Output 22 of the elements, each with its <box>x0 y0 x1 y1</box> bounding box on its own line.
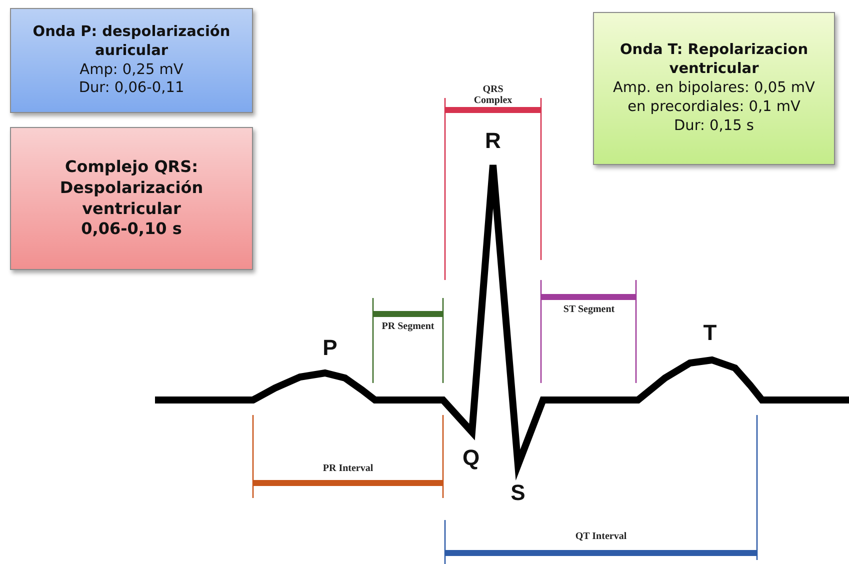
box-text: 0,06-0,10 s <box>81 219 182 240</box>
complex-info-box <box>10 127 253 270</box>
interval-label: ST Segment <box>562 304 616 315</box>
wave-letter: R <box>485 130 501 152</box>
wave-letter: T <box>703 322 717 344</box>
box-text: Dur: 0,06-0,11 <box>78 79 184 98</box>
interval-label: QT Interval <box>575 531 627 542</box>
wave-info-box <box>10 8 253 113</box>
wave-letter: P <box>322 337 338 359</box>
box-text: en precordiales: 0,1 mV <box>628 98 800 117</box>
interval-label: PR Segment <box>380 321 436 332</box>
interval-label: PR Interval <box>322 463 374 474</box>
interval-label: QRS Complex <box>472 84 514 106</box>
box-heading: Onda P: despolarización auricular <box>32 22 232 60</box>
box-heading: Complejo QRS: Despolarización ventricular <box>58 156 204 220</box>
wave-letter: Q <box>462 447 480 469</box>
box-heading: Onda T: Repolarizacion ventricular <box>618 41 810 80</box>
wave-info-box <box>593 12 835 165</box>
wave-letter: S <box>510 482 526 504</box>
box-text: Amp. en bipolares: 0,05 mV <box>613 79 815 98</box>
box-text: Amp: 0,25 mV <box>80 60 184 80</box>
box-text: Dur: 0,15 s <box>674 116 754 136</box>
